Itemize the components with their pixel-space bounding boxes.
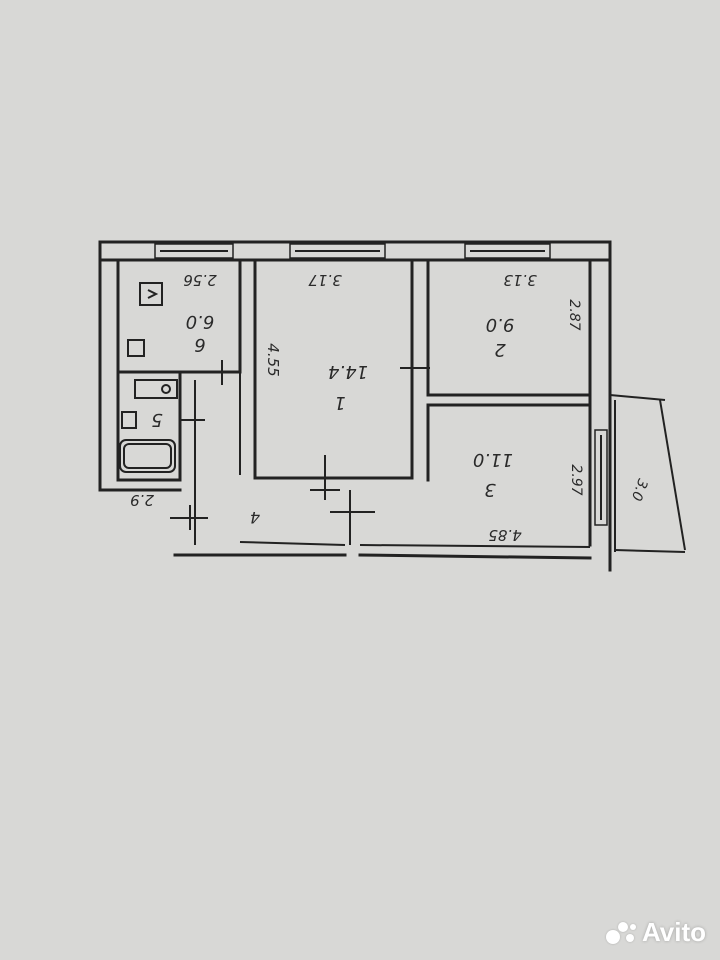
bathtub-inner-icon	[123, 443, 172, 469]
room3-depth-label: 2.97	[568, 464, 584, 495]
balcony	[594, 394, 686, 553]
room5-number-label: 5	[151, 409, 162, 430]
south-wall-inner	[239, 541, 346, 546]
door-entrance	[170, 505, 208, 530]
labels: 2.56 3.17 3.13 6.0 6 4.55 14.4 1 2.87 9.…	[130, 271, 650, 544]
door-room3	[330, 490, 375, 545]
avito-text: Avito	[641, 917, 706, 947]
south-wall-b	[358, 553, 592, 560]
avito-watermark: Avito	[605, 917, 706, 948]
door-kitchen	[212, 360, 240, 385]
balcony-outer	[659, 399, 686, 551]
room1-width-label: 3.17	[308, 271, 342, 289]
room6-area-label: 6.0	[186, 311, 215, 332]
room1-area-label: 14.4	[328, 361, 368, 382]
door-bath	[180, 408, 205, 432]
room3-width-label: 4.85	[488, 526, 521, 544]
room2-number-label: 2	[494, 339, 505, 360]
stove-icon	[139, 282, 163, 306]
bathtub-icon	[119, 439, 176, 473]
room1-number-label: 1	[334, 392, 345, 413]
doors	[170, 355, 430, 545]
hall-number-label: 4	[250, 508, 260, 527]
room2-depth-label: 2.87	[566, 299, 582, 330]
door-room1-room2	[400, 355, 430, 380]
room3-number-label: 3	[484, 479, 495, 500]
balcony-bottom	[614, 549, 686, 553]
room2-width-label: 3.13	[503, 271, 536, 289]
fixtures	[119, 282, 178, 473]
balcony-top	[609, 394, 666, 401]
windows	[154, 243, 551, 259]
south-wall-inner-b	[359, 544, 591, 548]
room1-depth-label: 4.55	[264, 343, 282, 376]
kitchen-width-label: 2.56	[183, 271, 216, 289]
door-room1	[310, 455, 340, 500]
washbasin-icon	[134, 379, 178, 399]
room3-area-label: 11.0	[473, 449, 513, 470]
stove-symbol	[147, 289, 159, 299]
room2-area-label: 9.0	[486, 314, 515, 335]
balcony-label: 3.0	[628, 476, 651, 502]
washbasin-drain-icon	[161, 384, 171, 394]
hall-width-label: 2.9	[130, 491, 154, 509]
room6-number-label: 6	[194, 334, 205, 355]
toilet-icon	[121, 411, 137, 429]
sink-icon	[127, 339, 145, 357]
interior-walls	[116, 258, 592, 545]
avito-dots-icon	[605, 920, 636, 946]
outer-walls	[98, 240, 612, 572]
